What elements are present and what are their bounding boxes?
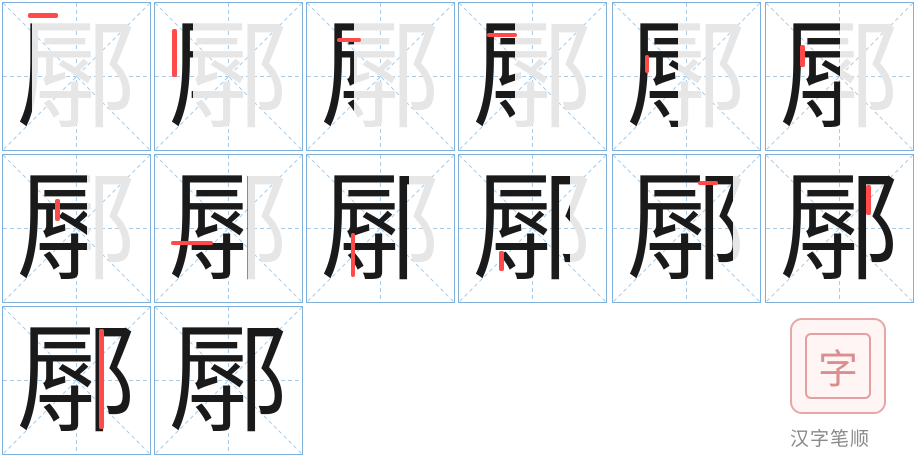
site-logo-stamp: 字 [790, 318, 886, 414]
ghost-character: 鄏 [17, 311, 136, 450]
stroke-step-cell: 鄏鄏 [458, 154, 607, 303]
stroke-step-cell: 鄏鄏 [306, 2, 455, 151]
guide-lines [307, 155, 454, 302]
stroke-step-cell: 鄏鄏 [154, 2, 303, 151]
guide-lines [155, 307, 302, 454]
current-stroke-highlight [28, 13, 58, 18]
current-stroke-highlight [499, 251, 504, 271]
guide-lines [459, 3, 606, 150]
current-stroke-highlight [337, 38, 361, 42]
guide-lines [3, 155, 150, 302]
current-stroke-highlight [698, 181, 718, 185]
ghost-character: 鄏 [169, 7, 288, 146]
ghost-character: 鄏 [473, 7, 592, 146]
drawn-strokes: 鄏 [473, 159, 592, 298]
ghost-character: 鄏 [627, 159, 746, 298]
guide-lines [459, 155, 606, 302]
drawn-strokes: 鄏 [169, 159, 288, 298]
current-stroke-highlight [55, 199, 60, 221]
stroke-step-cell: 鄏鄏 [2, 154, 151, 303]
current-stroke-highlight [800, 45, 805, 67]
current-stroke-highlight [171, 241, 213, 245]
stroke-step-cell: 鄏鄏 [458, 2, 607, 151]
current-stroke-highlight [351, 233, 355, 277]
stroke-step-cell: 鄏鄏 [2, 306, 151, 455]
stroke-step-cell: 鄏鄏 [765, 154, 914, 303]
ghost-character: 鄏 [627, 7, 746, 146]
guide-lines [155, 155, 302, 302]
current-stroke-highlight [645, 55, 649, 73]
stroke-step-cell: 鄏鄏 [2, 2, 151, 151]
current-stroke-highlight [866, 185, 871, 215]
guide-lines [613, 155, 760, 302]
ghost-character: 鄏 [169, 159, 288, 298]
drawn-strokes: 鄏 [459, 3, 515, 150]
drawn-strokes: 鄏 [780, 159, 899, 298]
site-label: 汉字笔顺 [790, 428, 871, 450]
stroke-step-cell: 鄏鄏 [612, 2, 761, 151]
ghost-character: 鄏 [473, 159, 592, 298]
guide-lines [766, 155, 913, 302]
current-stroke-highlight [99, 329, 104, 429]
current-stroke-highlight [172, 29, 177, 77]
ghost-character: 鄏 [17, 7, 136, 146]
drawn-strokes: 鄏 [321, 159, 440, 298]
stroke-step-cell: 鄏鄏 [765, 2, 914, 151]
logo-glyph: 字 [805, 333, 871, 399]
guide-lines [3, 307, 150, 454]
drawn-strokes: 鄏 [17, 311, 136, 450]
guide-lines [155, 3, 302, 150]
drawn-strokes: 鄏 [780, 7, 899, 146]
guide-lines [307, 3, 454, 150]
drawn-strokes: 鄏 [627, 159, 746, 298]
complete-character: 鄏 [169, 311, 288, 450]
stroke-step-cell: 鄏鄏 [306, 154, 455, 303]
guide-lines [766, 3, 913, 150]
ghost-character: 鄏 [321, 159, 440, 298]
ghost-character: 鄏 [780, 7, 899, 146]
drawn-strokes: 鄏 [613, 3, 678, 150]
drawn-strokes: 鄏 [3, 3, 32, 150]
stroke-step-cell: 鄏 [154, 306, 303, 455]
ghost-character: 鄏 [17, 159, 136, 298]
guide-lines [613, 3, 760, 150]
ghost-character: 鄏 [780, 159, 899, 298]
stroke-step-cell: 鄏鄏 [154, 154, 303, 303]
current-stroke-highlight [487, 33, 517, 37]
drawn-strokes: 鄏 [307, 3, 354, 150]
guide-lines [3, 3, 150, 150]
ghost-character: 鄏 [321, 7, 440, 146]
drawn-strokes: 鄏 [17, 159, 136, 298]
stroke-step-cell: 鄏鄏 [612, 154, 761, 303]
